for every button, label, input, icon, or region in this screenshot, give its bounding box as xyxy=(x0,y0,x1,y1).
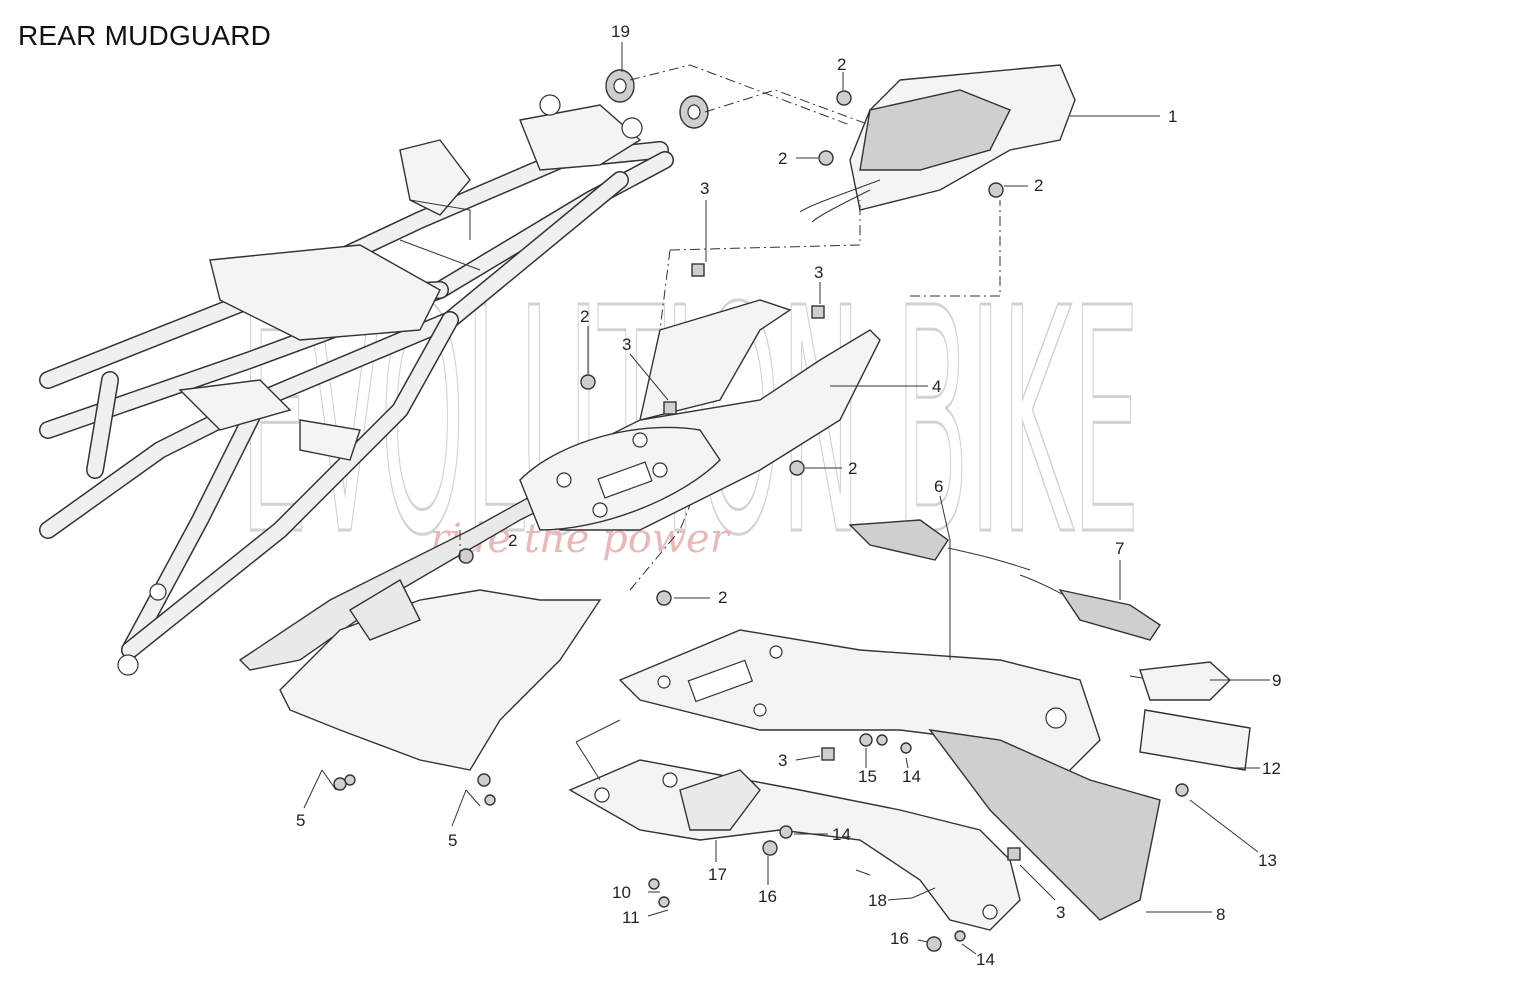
lower-bracket xyxy=(568,759,1021,931)
callout-15: 15 xyxy=(858,767,877,786)
license-plate-holder xyxy=(618,629,1161,921)
callout-17: 17 xyxy=(708,865,727,884)
callout-18: 18 xyxy=(868,891,887,910)
callout-2a: 2 xyxy=(837,55,846,74)
fasteners xyxy=(333,90,1189,952)
rear-frame xyxy=(39,94,674,676)
callout-9: 9 xyxy=(1272,671,1281,690)
upper-mudguard-tray xyxy=(238,299,881,671)
callout-2g: 2 xyxy=(718,588,727,607)
callout-19: 19 xyxy=(611,22,630,41)
callout-6: 6 xyxy=(934,477,943,496)
reflector xyxy=(1139,709,1251,771)
callout-3b: 3 xyxy=(814,263,823,282)
callout-14c: 14 xyxy=(976,950,995,969)
callout-2c: 2 xyxy=(1034,176,1043,195)
tail-light-assembly xyxy=(799,64,1076,223)
callout-8: 8 xyxy=(1216,905,1225,924)
assembly-lines xyxy=(459,64,1001,591)
right-indicator xyxy=(1019,574,1161,641)
callout-4: 4 xyxy=(932,377,941,396)
callout-3e: 3 xyxy=(1056,903,1065,922)
callout-2b: 2 xyxy=(778,149,787,168)
left-indicator xyxy=(848,519,1031,571)
lower-mudguard xyxy=(279,579,602,771)
leader-lines xyxy=(303,42,1270,955)
callout-2f: 2 xyxy=(508,531,517,550)
callout-10: 10 xyxy=(612,883,631,902)
page-title: REAR MUDGUARD xyxy=(18,20,272,51)
callout-2d: 2 xyxy=(580,307,589,326)
callout-14a: 14 xyxy=(902,767,921,786)
callout-2e: 2 xyxy=(848,459,857,478)
rubber-grommets xyxy=(605,69,709,129)
callout-3c: 3 xyxy=(622,335,631,354)
callout-7: 7 xyxy=(1115,539,1124,558)
callout-3a: 3 xyxy=(700,179,709,198)
callout-13: 13 xyxy=(1258,851,1277,870)
callout-5b: 5 xyxy=(448,831,457,850)
callout-3d: 3 xyxy=(778,751,787,770)
callout-1: 1 xyxy=(1168,107,1177,126)
plate-light xyxy=(1129,661,1232,701)
callout-11: 11 xyxy=(622,908,640,927)
callout-16a: 16 xyxy=(758,887,777,906)
callouts: 1 2 2 2 2 2 2 2 3 3 3 3 3 4 5 5 6 7 8 9 … xyxy=(296,22,1281,969)
callout-16b: 16 xyxy=(890,929,909,948)
callout-14b: 14 xyxy=(832,825,851,844)
callout-12: 12 xyxy=(1262,759,1281,778)
callout-5a: 5 xyxy=(296,811,305,830)
